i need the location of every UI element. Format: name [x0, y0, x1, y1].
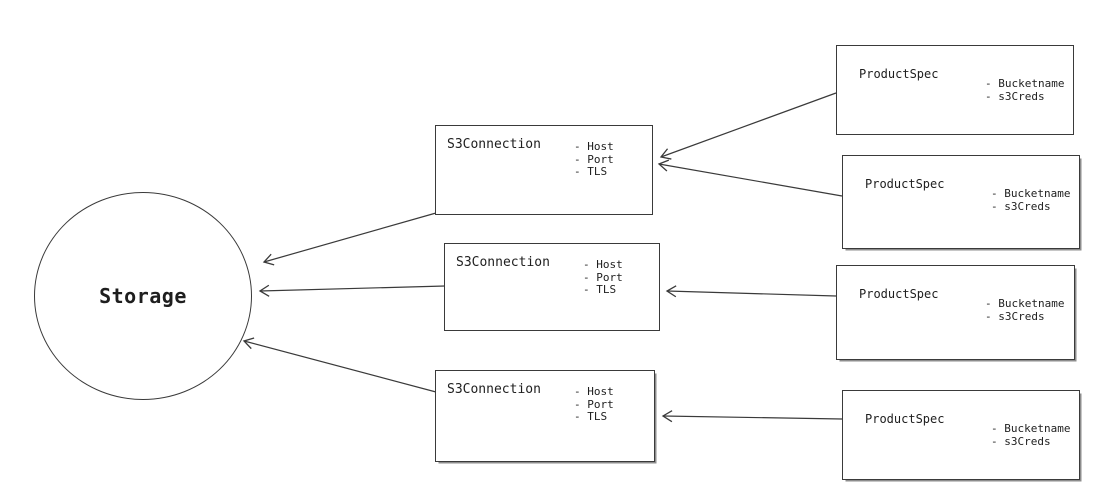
storage-label: Storage — [99, 284, 187, 308]
attribute-tls: - TLS — [574, 165, 608, 178]
productspec-title: ProductSpec — [859, 287, 939, 301]
attribute-port: - Port — [574, 152, 614, 166]
attribute-host: - Host — [574, 385, 614, 398]
attribute-s3creds: - s3Creds — [985, 90, 1045, 103]
node-productspec-3: ProductSpec - Bucketname - s3Creds — [836, 265, 1075, 360]
attribute-s3creds: - s3Creds — [991, 200, 1051, 213]
productspec-attributes: - Bucketname - s3Creds — [985, 297, 1064, 323]
node-productspec-4: ProductSpec - Bucketname - s3Creds — [842, 390, 1080, 480]
node-s3connection-1: S3Connection - Host - Port - TLS — [435, 125, 653, 215]
productspec-attributes: - Bucketname - s3Creds — [991, 422, 1070, 448]
node-storage: Storage — [34, 192, 252, 400]
productspec-attributes: - Bucketname - s3Creds — [985, 77, 1064, 103]
attribute-port: - Port — [583, 270, 623, 284]
s3connection-attributes: - Host - Port - TLS — [583, 258, 623, 297]
attribute-host: - Host — [574, 140, 614, 153]
productspec-attributes: - Bucketname - s3Creds — [991, 187, 1070, 213]
s3connection-attributes: - Host - Port - TLS — [574, 385, 614, 424]
arrow-product2-to-connection1 — [657, 159, 843, 197]
arrow-connection1-to-storage — [262, 212, 437, 266]
productspec-title: ProductSpec — [865, 412, 945, 426]
node-productspec-1: ProductSpec - Bucketname - s3Creds — [836, 45, 1074, 135]
node-productspec-2: ProductSpec - Bucketname - s3Creds — [842, 155, 1080, 249]
attribute-port: - Port — [574, 397, 614, 411]
arrow-product4-to-connection3 — [661, 410, 843, 423]
s3connection-title: S3Connection — [447, 137, 541, 152]
attribute-tls: - TLS — [583, 283, 617, 296]
arrow-connection2-to-storage — [258, 284, 446, 297]
productspec-title: ProductSpec — [865, 177, 945, 191]
attribute-s3creds: - s3Creds — [985, 310, 1045, 323]
productspec-title: ProductSpec — [859, 67, 939, 81]
arrow-product1-to-connection1 — [659, 92, 837, 160]
node-s3connection-2: S3Connection - Host - Port - TLS — [444, 243, 660, 331]
attribute-tls: - TLS — [574, 410, 608, 423]
node-s3connection-3: S3Connection - Host - Port - TLS — [435, 370, 655, 462]
attribute-host: - Host — [583, 258, 623, 271]
s3connection-title: S3Connection — [447, 382, 541, 397]
arrow-connection3-to-storage — [242, 337, 437, 393]
arrow-product3-to-connection2 — [665, 285, 837, 298]
attribute-bucketname: - Bucketname — [991, 187, 1071, 200]
attribute-bucketname: - Bucketname — [991, 422, 1071, 435]
attribute-s3creds: - s3Creds — [991, 435, 1051, 448]
attribute-bucketname: - Bucketname — [985, 297, 1065, 310]
attribute-bucketname: - Bucketname — [985, 77, 1065, 90]
s3connection-attributes: - Host - Port - TLS — [574, 140, 614, 179]
s3connection-title: S3Connection — [456, 255, 550, 270]
